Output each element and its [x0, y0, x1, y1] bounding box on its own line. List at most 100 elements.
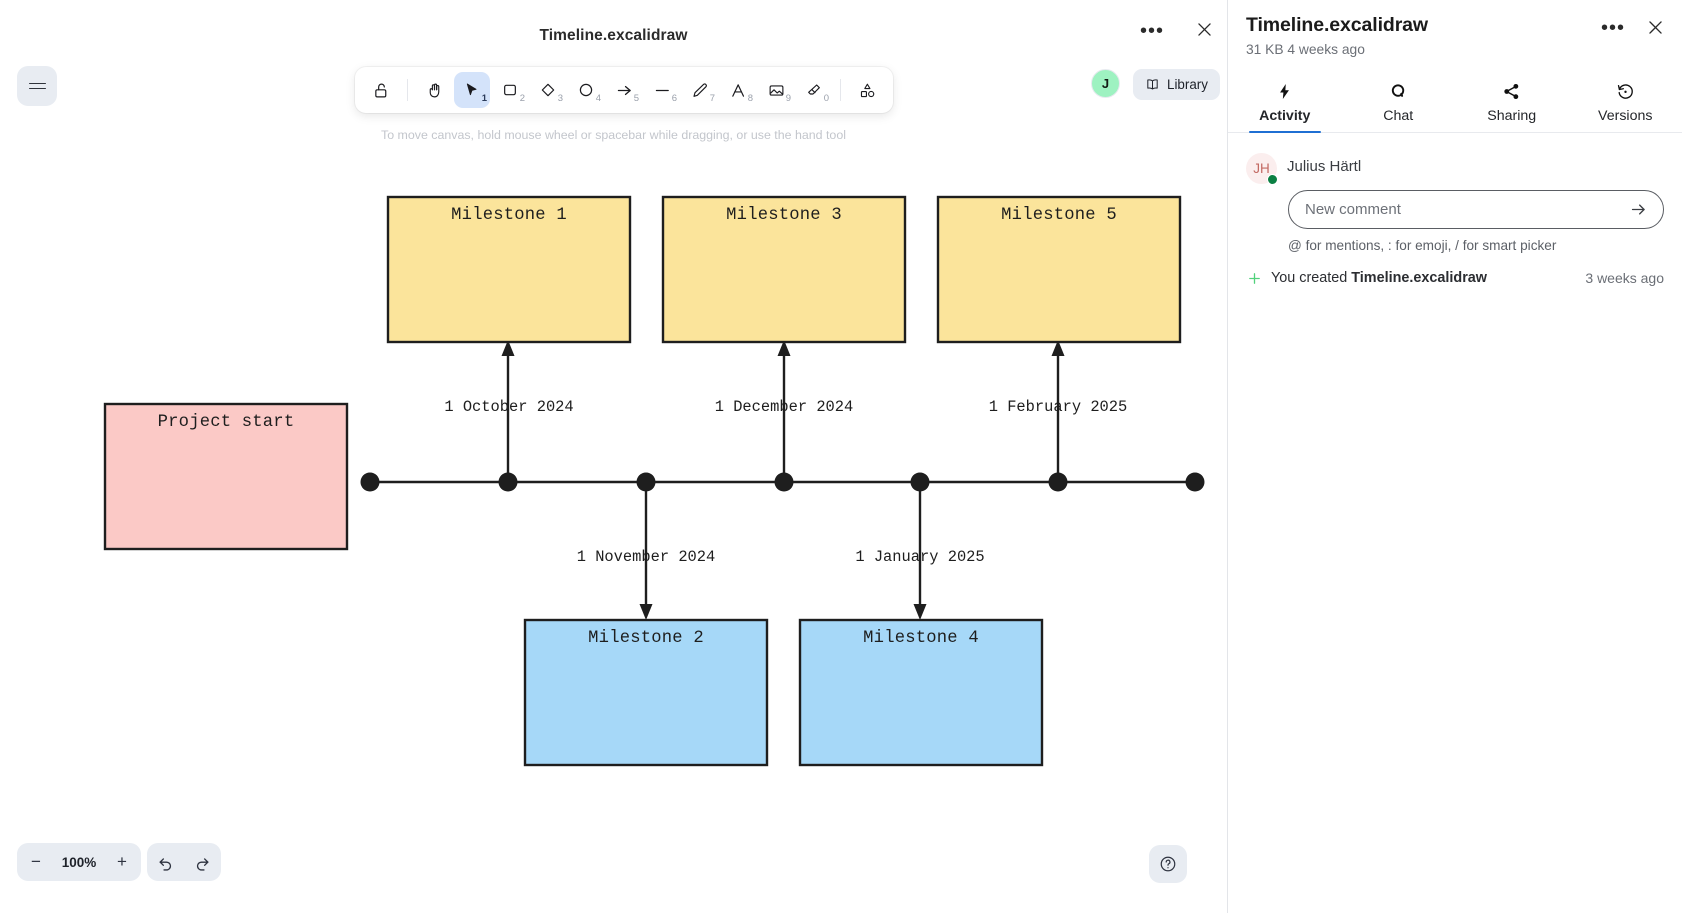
activity-list-item[interactable]: You created Timeline.excalidraw 3 weeks … — [1228, 253, 1682, 286]
tool-shortcut-number: 6 — [671, 93, 677, 104]
tool-selection[interactable]: 1 — [454, 72, 490, 108]
date-label-january: 1 January 2025 — [855, 548, 985, 566]
undo-button[interactable] — [147, 843, 184, 881]
tool-shortcut-number: 9 — [785, 93, 791, 104]
comment-author-row: JH Julius Härtl — [1228, 133, 1682, 185]
sidebar-file-meta: 31 KB 4 weeks ago — [1246, 42, 1365, 57]
sidebar-header: Timeline.excalidraw 31 KB 4 weeks ago — [1228, 0, 1682, 57]
tab-chat[interactable]: Chat — [1342, 73, 1456, 132]
user-avatar[interactable]: J — [1091, 69, 1120, 98]
comment-submit-button[interactable] — [1627, 199, 1649, 221]
connector-group-down — [639, 482, 927, 620]
history-icon — [1617, 84, 1633, 99]
line-icon — [655, 89, 669, 91]
tool-shortcut-number: 8 — [747, 93, 753, 104]
activity-prefix: You created — [1271, 270, 1352, 286]
tab-versions[interactable]: Versions — [1569, 73, 1682, 132]
comment-author-name: Julius Härtl — [1287, 158, 1362, 175]
history-controls[interactable] — [147, 843, 221, 881]
tool-text[interactable]: 8 — [720, 72, 756, 108]
tool-hand[interactable] — [416, 72, 452, 108]
zoom-level-value[interactable]: 100% — [61, 854, 97, 870]
tool-diamond[interactable]: 3 — [530, 72, 566, 108]
node-milestone-4[interactable] — [798, 618, 1044, 767]
tool-shortcut-number: 5 — [633, 93, 639, 104]
tool-rectangle[interactable]: 2 — [492, 72, 528, 108]
tool-toolbar[interactable]: 1 2 3 4 — [355, 67, 893, 113]
canvas-hint: To move canvas, hold mouse wheel or spac… — [381, 128, 846, 142]
canvas-pane[interactable]: Timeline.excalidraw ••• — [0, 0, 1227, 913]
diagram-canvas[interactable] — [0, 0, 1227, 913]
arrow-head — [639, 604, 653, 620]
comment-hint: @ for mentions, : for emoji, / for smart… — [1288, 238, 1557, 253]
text-icon — [731, 83, 744, 97]
node-milestone-3[interactable] — [661, 195, 907, 344]
rectangle-icon — [504, 84, 516, 96]
book-icon — [1147, 79, 1158, 90]
avatar[interactable]: JH — [1246, 153, 1278, 185]
menu-button[interactable] — [17, 66, 57, 106]
node-label-milestone-5: Milestone 5 — [1001, 206, 1117, 225]
tool-shortcut-number: 1 — [481, 93, 487, 104]
arrow-head — [913, 604, 927, 620]
hand-icon — [429, 83, 439, 97]
zoom-controls[interactable]: − 100% + — [17, 843, 141, 881]
activity-description: You created Timeline.excalidraw — [1271, 270, 1576, 286]
activity-file-name: Timeline.excalidraw — [1351, 270, 1487, 286]
plus-icon — [1246, 270, 1262, 286]
ellipse-icon — [579, 83, 593, 97]
comment-input[interactable] — [1305, 201, 1627, 218]
node-milestone-1[interactable] — [386, 195, 632, 344]
arrow-icon — [617, 85, 631, 95]
node-milestone-2[interactable] — [523, 618, 769, 767]
zoom-in-button[interactable]: + — [117, 852, 127, 871]
zoom-out-button[interactable]: − — [31, 852, 41, 871]
comment-input-box[interactable] — [1288, 190, 1664, 229]
redo-button[interactable] — [184, 843, 221, 881]
window-more-button[interactable]: ••• — [1139, 20, 1164, 42]
window-close-button[interactable] — [1187, 12, 1221, 46]
sidebar-close-button[interactable] — [1638, 10, 1672, 44]
activity-icon — [1280, 83, 1290, 100]
avatar-initials: JH — [1253, 161, 1270, 176]
hamburger-icon — [28, 79, 46, 92]
sidebar-tabs[interactable]: Activity Chat Sharing Ver — [1228, 73, 1682, 133]
toolbar-divider-2 — [840, 79, 841, 101]
node-label-milestone-3: Milestone 3 — [726, 206, 842, 225]
tool-line[interactable]: 6 — [644, 72, 680, 108]
tool-lock[interactable] — [363, 72, 399, 108]
lock-open-icon — [374, 83, 386, 97]
shapes-icon — [860, 83, 874, 97]
redo-icon — [196, 857, 209, 871]
connector-group-up — [501, 340, 1065, 482]
tool-arrow[interactable]: 5 — [606, 72, 642, 108]
arrow-head — [1051, 340, 1065, 356]
tab-label: Activity — [1259, 108, 1311, 124]
tool-eraser[interactable]: 0 — [796, 72, 832, 108]
help-button[interactable] — [1149, 845, 1187, 883]
tool-ellipse[interactable]: 4 — [568, 72, 604, 108]
sidebar-more-button[interactable]: ••• — [1600, 17, 1625, 39]
tool-draw[interactable]: 7 — [682, 72, 718, 108]
details-sidebar: ••• Timeline.excalidraw 31 KB 4 weeks ag… — [1227, 0, 1682, 913]
node-label-milestone-1: Milestone 1 — [451, 206, 567, 225]
arrow-head — [501, 340, 515, 356]
tool-shortcut-number: 0 — [823, 93, 829, 104]
tool-shapes-library[interactable] — [849, 72, 885, 108]
library-button[interactable]: Library — [1133, 69, 1220, 100]
tool-shortcut-number: 7 — [709, 93, 715, 104]
toolbar-divider-1 — [407, 79, 408, 101]
tab-sharing[interactable]: Sharing — [1455, 73, 1569, 132]
tab-activity[interactable]: Activity — [1228, 73, 1342, 132]
tab-label: Chat — [1383, 108, 1414, 124]
node-milestone-5[interactable] — [936, 195, 1182, 344]
close-icon — [1197, 22, 1211, 36]
tool-image[interactable]: 9 — [758, 72, 794, 108]
node-project-start[interactable] — [103, 402, 349, 551]
eraser-icon — [808, 84, 820, 95]
tool-shortcut-number: 3 — [557, 93, 563, 104]
sidebar-file-title: Timeline.excalidraw — [1246, 14, 1428, 36]
node-label-milestone-2: Milestone 2 — [588, 629, 704, 648]
pencil-icon — [693, 83, 707, 97]
